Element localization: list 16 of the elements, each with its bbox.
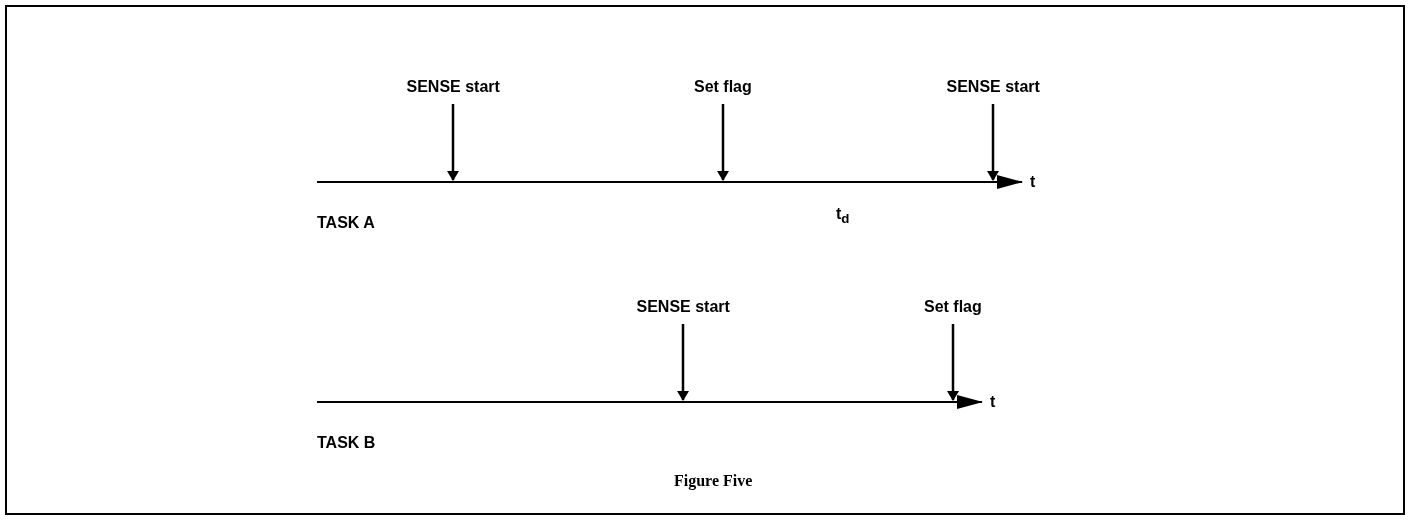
event-arrow: [447, 104, 459, 181]
event-arrow: [947, 324, 959, 401]
time-label: t$_{d}$: [836, 205, 850, 229]
axis-label: t: [990, 393, 996, 411]
task-label: TASK B: [317, 434, 376, 452]
event-label: Set flag: [924, 298, 982, 316]
event-label: SENSE start: [636, 298, 730, 316]
axis-label: t: [1030, 173, 1036, 191]
event-label: SENSE start: [406, 78, 500, 96]
event-label: Set flag: [694, 78, 752, 96]
event-label: SENSE start: [946, 78, 1040, 96]
event-arrow: [717, 104, 729, 181]
figure-caption: Figure Five: [674, 472, 753, 490]
task-label: TASK A: [317, 214, 375, 232]
event-arrow: [987, 104, 999, 181]
event-arrow: [677, 324, 689, 401]
